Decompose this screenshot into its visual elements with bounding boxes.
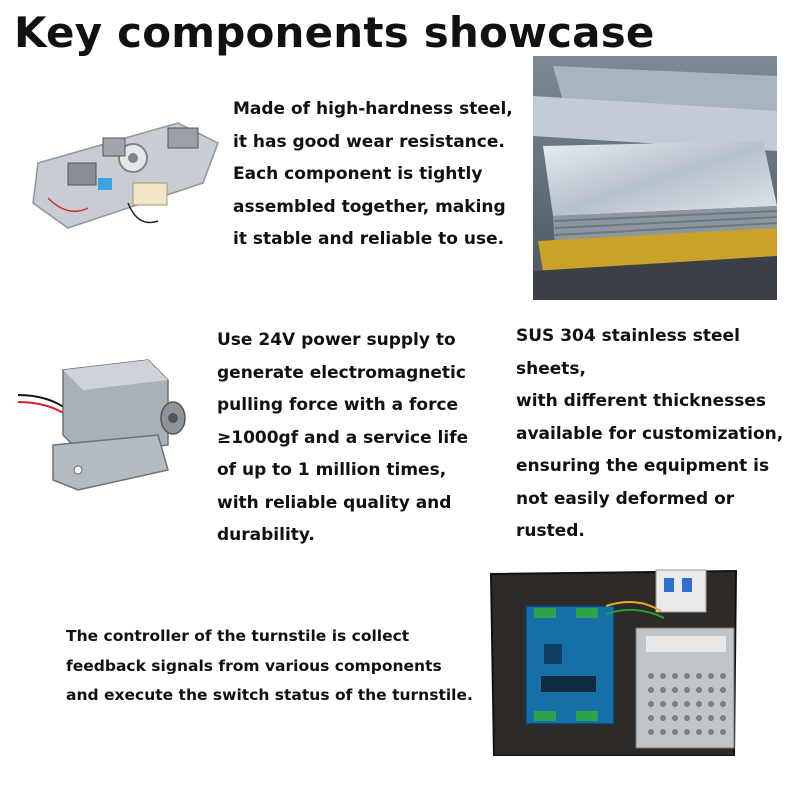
electromagnet-solenoid-photo bbox=[18, 350, 198, 500]
steel-description: Made of high-hardness steel, it has good… bbox=[233, 99, 513, 249]
stainless-steel-sheets-photo bbox=[533, 56, 777, 300]
turnstile-controller-box-photo bbox=[486, 566, 738, 756]
turnstile-mechanism-assembly-photo bbox=[28, 103, 223, 238]
controller-description: The controller of the turnstile is colle… bbox=[66, 627, 473, 704]
stainless-sheets-description: SUS 304 stainless steel sheets, with dif… bbox=[516, 326, 784, 541]
page-title: Key components showcase bbox=[14, 8, 655, 57]
solenoid-description: Use 24V power supply to generate electro… bbox=[217, 330, 469, 545]
